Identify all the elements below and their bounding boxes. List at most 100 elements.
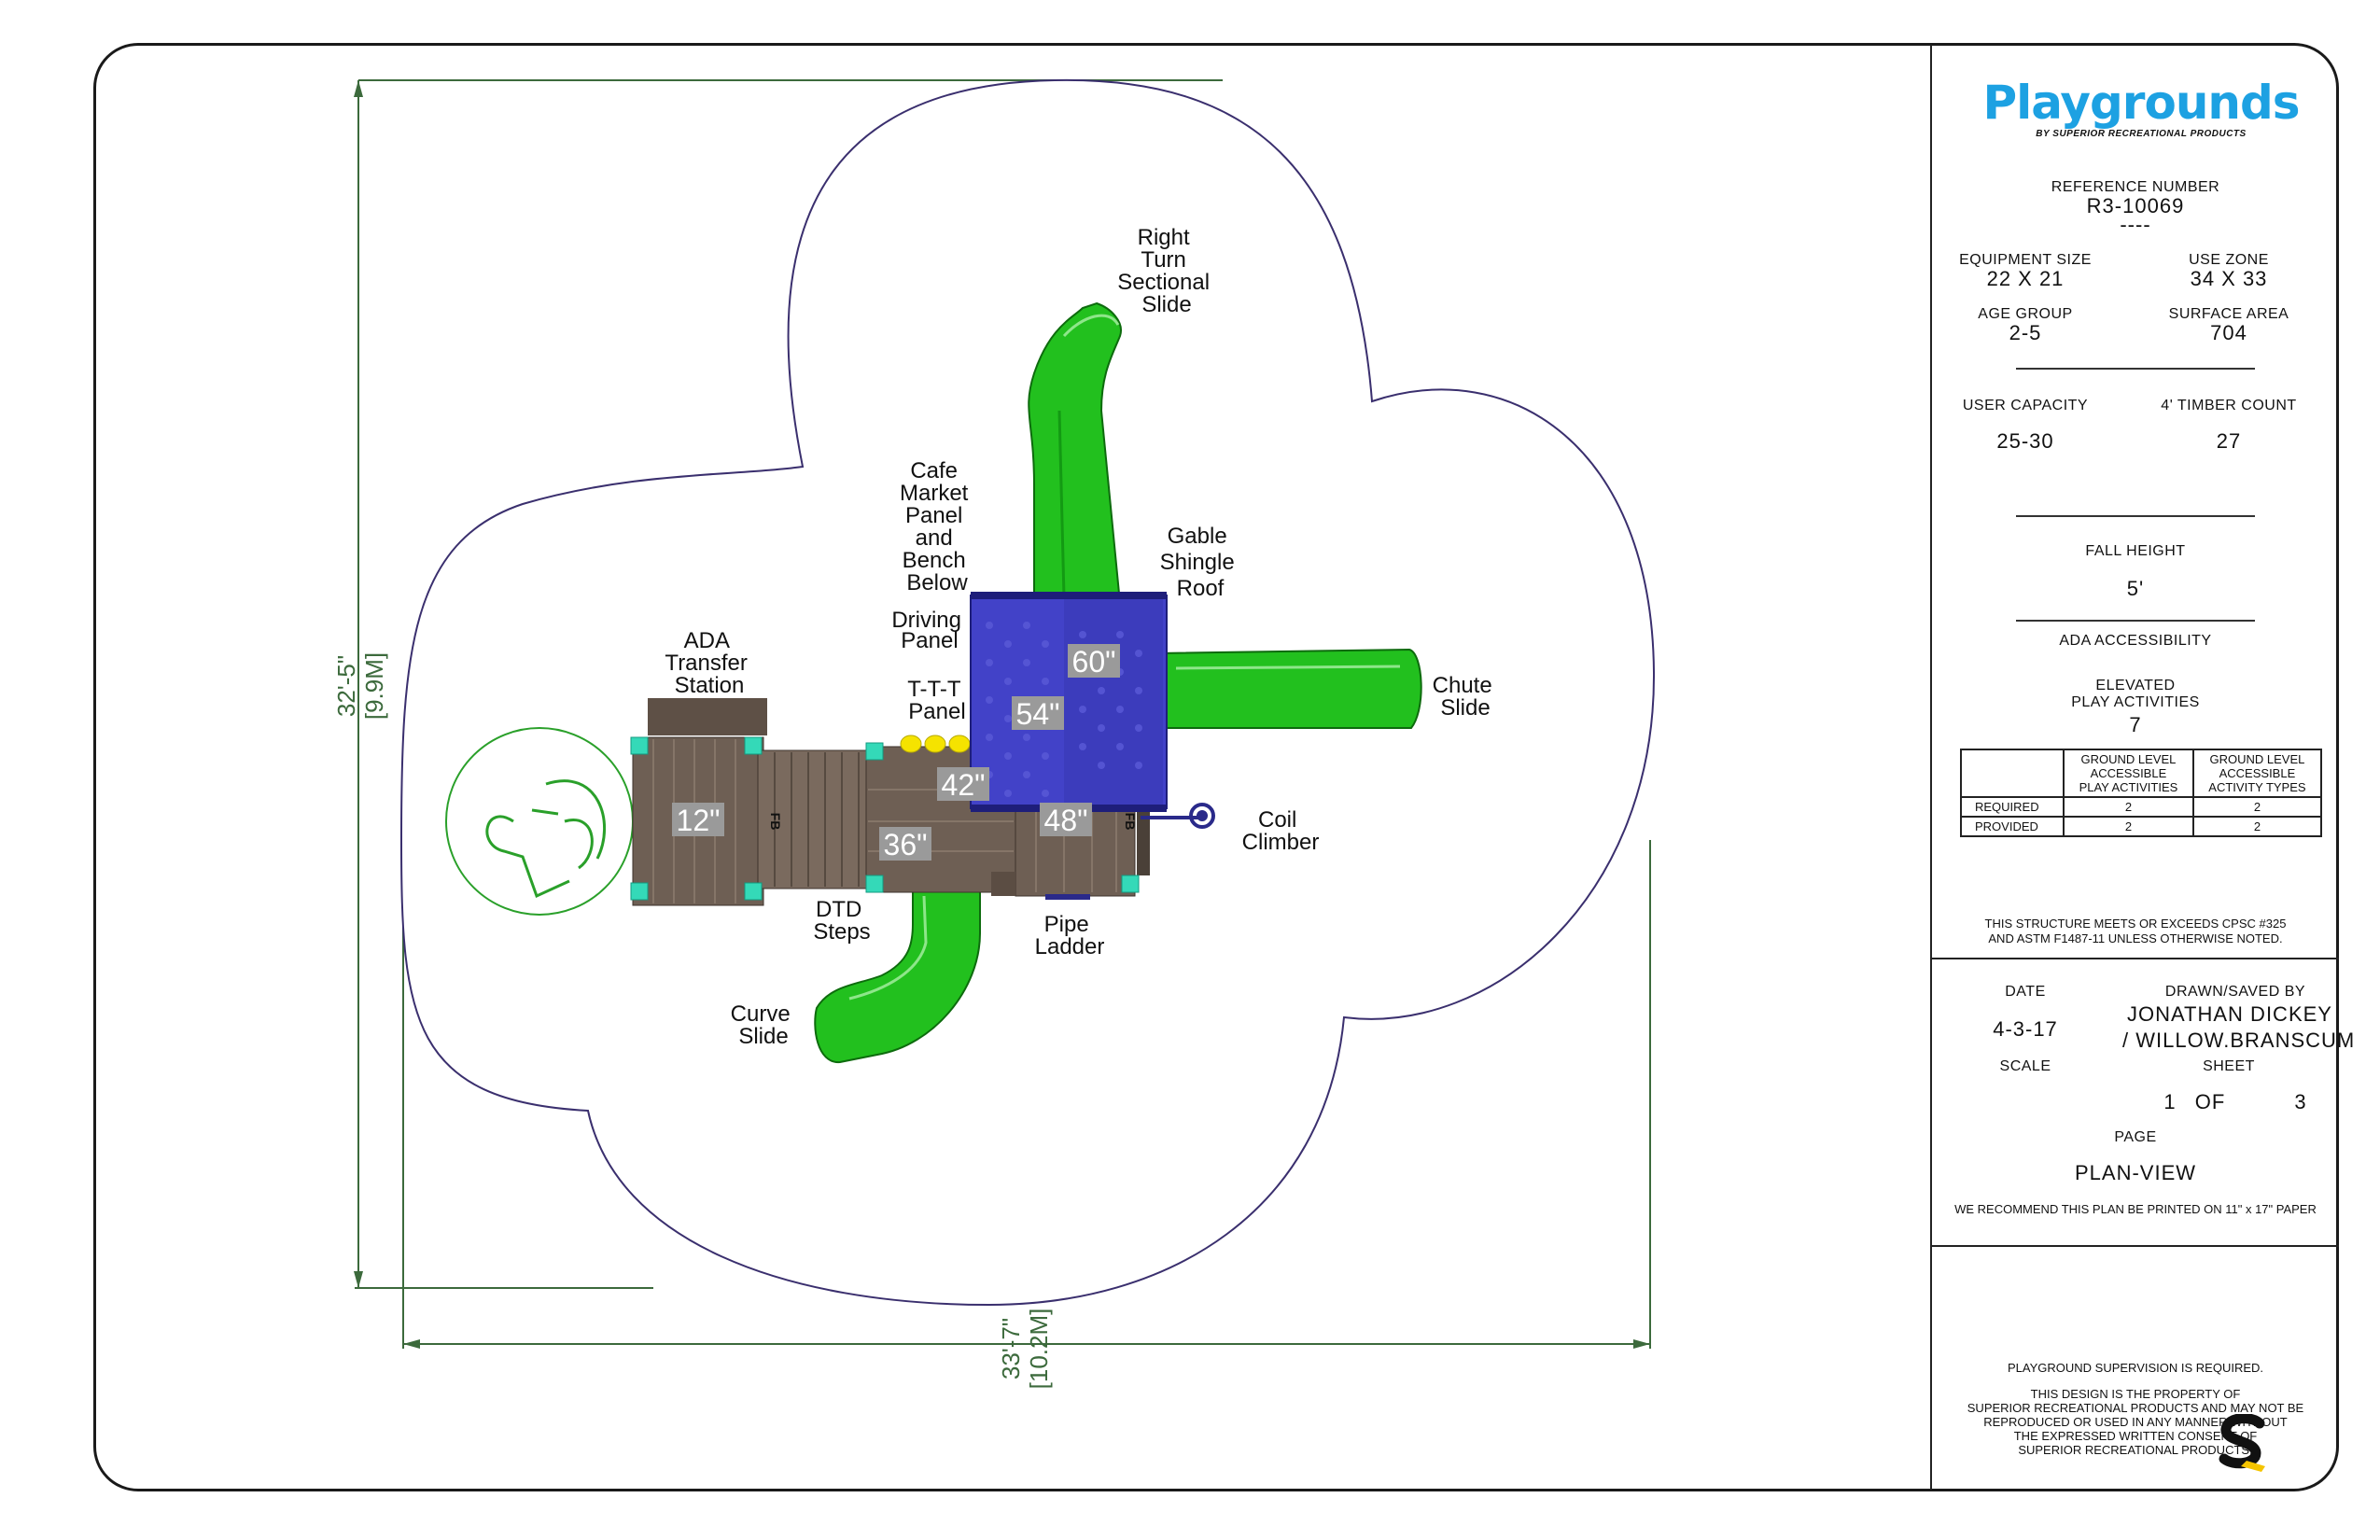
user-capacity-label: USER CAPACITY: [1962, 398, 2089, 413]
supervision-note: PLAYGROUND SUPERVISION IS REQUIRED.: [2007, 1361, 2264, 1375]
fall-height: 5': [2126, 577, 2145, 600]
reference-suffix: ----: [2120, 213, 2151, 236]
date-value: 4-3-17: [1993, 1017, 2058, 1041]
divider-line: [2016, 620, 2255, 622]
vertical-dimension-metric: [9.9M]: [360, 652, 388, 720]
chute-slide: [1156, 648, 1422, 729]
label-chute-slide: Chute Slide: [1433, 673, 1499, 721]
property-note-line4: THE EXPRESSED WRITTEN CONSENT OF: [2013, 1429, 2258, 1443]
table-cell: 2: [2063, 796, 2194, 818]
label-ttt-panel: T-T-T Panel: [907, 677, 967, 724]
title-block-divider: [1930, 45, 1932, 1490]
user-capacity: 25-30: [1996, 429, 2054, 453]
label-coil-climber: Coil Climber: [1242, 807, 1320, 855]
divider-line: [2016, 368, 2255, 370]
fb-panel-mark-left: FB: [768, 813, 783, 831]
equipment-size-label: EQUIPMENT SIZE: [1959, 252, 2092, 268]
drawing-sheet-border: [93, 43, 2339, 1491]
table-cell: 2: [2063, 816, 2194, 837]
ada-accessibility-label: ADA ACCESSIBILITY: [2059, 633, 2212, 649]
date-label: DATE: [2005, 984, 2046, 1000]
deck-height-36: 36": [884, 828, 928, 861]
equipment-size: 22 X 21: [1986, 267, 2065, 290]
surface-area-label: SURFACE AREA: [2168, 306, 2289, 322]
property-note-line2: SUPERIOR RECREATIONAL PRODUCTS AND MAY N…: [1967, 1401, 2304, 1415]
accessibility-table: GROUND LEVEL ACCESSIBLE PLAY ACTIVITIES …: [1960, 749, 2323, 837]
fb-panel-mark-right: FB: [1123, 813, 1138, 831]
table-row: REQUIRED 2 2: [1960, 796, 2323, 818]
age-group: 2-5: [2009, 321, 2042, 344]
compliance-note-line1: THIS STRUCTURE MEETS OR EXCEEDS CPSC #32…: [1984, 917, 2287, 931]
reference-number: R3-10069: [2086, 194, 2185, 217]
timber-count-label: 4' TIMBER COUNT: [2161, 398, 2297, 413]
horizontal-dimension-text: 33'-7": [997, 1318, 1025, 1379]
label-ada-transfer-station: ADA Transfer Station: [665, 628, 753, 698]
drawn-by-user: / WILLOW.BRANSCUM: [2122, 1029, 2356, 1052]
table-row: PROVIDED 2 2: [1960, 816, 2323, 837]
use-zone-label: USE ZONE: [2189, 252, 2269, 268]
label-pipe-ladder: Pipe Ladder: [1035, 912, 1105, 959]
table-row-label: REQUIRED: [1960, 796, 2065, 818]
elevated-play-activities-count: 7: [2129, 713, 2142, 736]
table-header-row: GROUND LEVEL ACCESSIBLE PLAY ACTIVITIES …: [1960, 749, 2323, 798]
sheet-of: OF: [2194, 1090, 2226, 1113]
property-note-line1: THIS DESIGN IS THE PROPERTY OF: [2030, 1387, 2241, 1401]
page-name: PLAN-VIEW: [2074, 1161, 2197, 1184]
plan-view-drawing: 32'-5" [9.9M] 33'-7" [10.2M]: [332, 78, 1656, 1390]
drawn-by-label: DRAWN/SAVED BY: [2164, 984, 2306, 1000]
table-corner-cell: [1960, 749, 2065, 798]
deck-height-60: 60": [1072, 645, 1116, 679]
page-label: PAGE: [2114, 1129, 2157, 1145]
sheet-total: 3: [2294, 1090, 2307, 1113]
vertical-dimension-text: 32'-5": [332, 655, 360, 717]
fall-height-label: FALL HEIGHT: [2085, 543, 2186, 559]
print-recommendation: WE RECOMMEND THIS PLAN BE PRINTED ON 11"…: [1954, 1202, 2317, 1216]
ttt-panel-spinners: [900, 735, 971, 753]
right-turn-sectional-slide: [1028, 301, 1122, 604]
scale-label: SCALE: [1999, 1058, 2051, 1074]
section-divider: [1932, 1245, 2339, 1247]
logo-tagline: BY SUPERIOR RECREATIONAL PRODUCTS: [2036, 129, 2247, 139]
deck-height-54: 54": [1016, 697, 1060, 731]
table-row-label: PROVIDED: [1960, 816, 2065, 837]
label-curve-slide: Curve Slide: [731, 1001, 797, 1049]
surface-area: 704: [2210, 321, 2247, 344]
section-divider: [1932, 958, 2339, 959]
deck-height-42: 42": [942, 768, 986, 802]
horizontal-dimension: [402, 840, 1651, 1349]
elevated-label-line2: PLAY ACTIVITIES: [2071, 694, 2200, 710]
sheet-label: SHEET: [2203, 1058, 2255, 1074]
superior-s-logo-icon: [2219, 1414, 2265, 1472]
table-header-activity-types: GROUND LEVEL ACCESSIBLE ACTIVITY TYPES: [2191, 749, 2323, 798]
property-note-line3: REPRODUCED OR USED IN ANY MANNER WITHOUT: [1983, 1415, 2288, 1429]
playgrounds-logo: Playgrounds BY SUPERIOR RECREATIONAL PRO…: [1977, 77, 2305, 139]
title-block: Playgrounds BY SUPERIOR RECREATIONAL PRO…: [1932, 45, 2356, 1490]
label-right-turn-slide: Right Turn Sectional Slide: [1117, 225, 1215, 317]
table-cell: 2: [2191, 796, 2323, 818]
divider-line: [2016, 515, 2255, 517]
ada-transfer-station: [632, 698, 767, 906]
dtd-steps: [757, 749, 869, 889]
logo-wordmark: Playgrounds: [1982, 76, 2300, 130]
table-header-play-activities: GROUND LEVEL ACCESSIBLE PLAY ACTIVITIES: [2063, 749, 2194, 798]
timber-count: 27: [2216, 429, 2242, 453]
deck-height-48: 48": [1044, 804, 1088, 837]
horizontal-dimension-metric: [10.2M]: [1025, 1309, 1053, 1390]
label-gable-shingle-roof: Gable Shingle Roof: [1160, 524, 1241, 601]
reference-number-label: REFERENCE NUMBER: [2051, 179, 2220, 195]
drawn-by-name: JONATHAN DICKEY: [2127, 1002, 2332, 1026]
coil-climber: [1141, 803, 1215, 829]
deck-height-12: 12": [677, 804, 721, 837]
gable-shingle-roof: [970, 592, 1168, 812]
property-note-line5: SUPERIOR RECREATIONAL PRODUCTS.: [2018, 1443, 2253, 1457]
label-dtd-steps: DTD Steps: [813, 897, 870, 945]
compliance-note-line2: AND ASTM F1487-11 UNLESS OTHERWISE NOTED…: [1988, 931, 2283, 945]
label-driving-panel: Driving Panel: [891, 608, 967, 653]
elevated-label-line1: ELEVATED: [2095, 678, 2176, 693]
sheet-number: 1: [2163, 1090, 2177, 1113]
table-cell: 2: [2191, 816, 2323, 837]
label-cafe-market-panel: Cafe Market Panel and Bench Below: [900, 458, 974, 595]
curve-slide: [814, 876, 981, 1064]
use-zone: 34 X 33: [2190, 267, 2268, 290]
pipe-ladder: [1045, 894, 1090, 900]
